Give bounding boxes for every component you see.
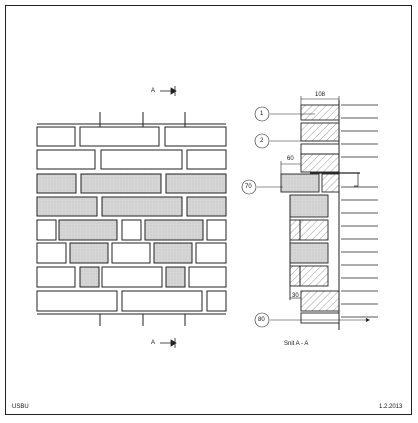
footer-date: 1.2.2013 xyxy=(379,404,403,410)
brick-row-5 xyxy=(36,219,227,241)
section-label-top: A xyxy=(151,88,156,94)
elevation-view xyxy=(36,112,227,326)
section-arrow-top xyxy=(160,86,177,96)
brick-row-bottom xyxy=(37,313,226,326)
dimension-30: 30 xyxy=(292,293,299,299)
brick-row-6 xyxy=(36,242,227,264)
section-title: Snit A - A xyxy=(284,341,309,347)
drawing-frame xyxy=(5,5,412,415)
brick-row-1 xyxy=(36,112,227,147)
callout-70: 70 xyxy=(245,184,252,190)
footer-left: USBU xyxy=(12,404,29,410)
section-view xyxy=(241,96,378,330)
brick-row-8 xyxy=(36,290,227,312)
brick-row-4-grey xyxy=(36,196,227,217)
brick-row-2 xyxy=(36,149,227,170)
brick-row-3-grey xyxy=(36,173,227,194)
section-label-bottom: A xyxy=(151,340,156,346)
dimension-60: 60 xyxy=(287,156,294,162)
callout-2: 2 xyxy=(260,138,264,144)
brick-row-7 xyxy=(36,266,227,288)
callout-80: 80 xyxy=(258,317,265,323)
callout-1: 1 xyxy=(260,111,264,117)
section-arrow-bottom xyxy=(160,338,177,348)
dimension-108: 108 xyxy=(315,92,326,98)
